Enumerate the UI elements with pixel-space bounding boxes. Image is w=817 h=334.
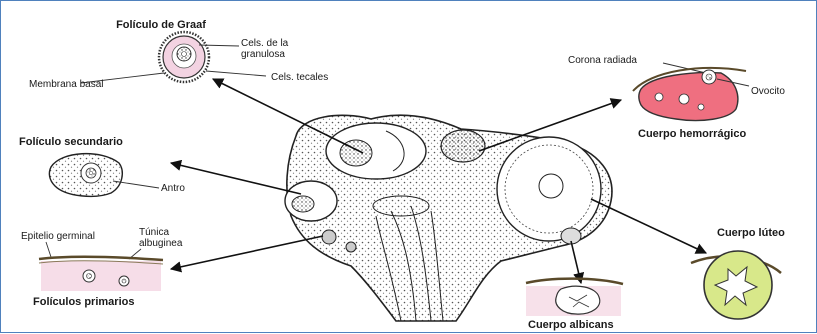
secundario-title: Folículo secundario <box>19 136 123 148</box>
hemorragico-title: Cuerpo hemorrágico <box>638 128 746 140</box>
primarios-title: Folículos primarios <box>33 296 134 308</box>
luteo-title: Cuerpo lúteo <box>717 227 785 239</box>
ovary-secondary-follicle <box>285 181 337 221</box>
arrow-luteo <box>591 199 706 253</box>
corpus-albicans-group: Cuerpo albicans <box>526 279 623 331</box>
primary-follicles-group: Epitelio germinal Túnica albuginea Folíc… <box>21 227 183 308</box>
epitelio-label: Epitelio germinal <box>21 231 95 242</box>
tecales-label: Cels. tecales <box>271 72 328 83</box>
granulosa-label-2: granulosa <box>241 49 285 60</box>
ovary-corpus-luteum <box>497 137 601 241</box>
albicans-title: Cuerpo albicans <box>528 319 614 331</box>
membrana-label: Membrana basal <box>29 79 103 90</box>
hemorrhagic-body-group: Corona radiada Ovocito Cuerpo hemorrágic… <box>568 55 785 140</box>
ovary-graaf-follicle <box>326 123 426 179</box>
corpus-luteum-group: Cuerpo lúteo <box>691 227 785 319</box>
antro-label: Antro <box>161 183 185 194</box>
tunica-label-1: Túnica <box>139 227 169 238</box>
granulosa-leader <box>199 45 239 46</box>
graaf-title: Folículo de Graaf <box>116 19 206 31</box>
germinal-epithelium <box>39 257 163 260</box>
primary-follicles-tissue <box>41 261 161 291</box>
arrow-albicans <box>571 241 581 283</box>
tecales-leader <box>206 71 266 76</box>
graaf-follicle-group: Folículo de Graaf Cels. de la granulosa … <box>29 19 328 90</box>
corona-label: Corona radiada <box>568 55 637 66</box>
arrow-secundario <box>171 163 301 194</box>
tunica-label-2: albuginea <box>139 238 183 249</box>
secondary-follicle-group: Folículo secundario Antro <box>19 136 185 196</box>
ovocito-label: Ovocito <box>751 86 785 97</box>
arrow-primarios <box>171 236 323 269</box>
granulosa-label-1: Cels. de la <box>241 38 289 49</box>
epitelio-leader <box>46 242 51 257</box>
